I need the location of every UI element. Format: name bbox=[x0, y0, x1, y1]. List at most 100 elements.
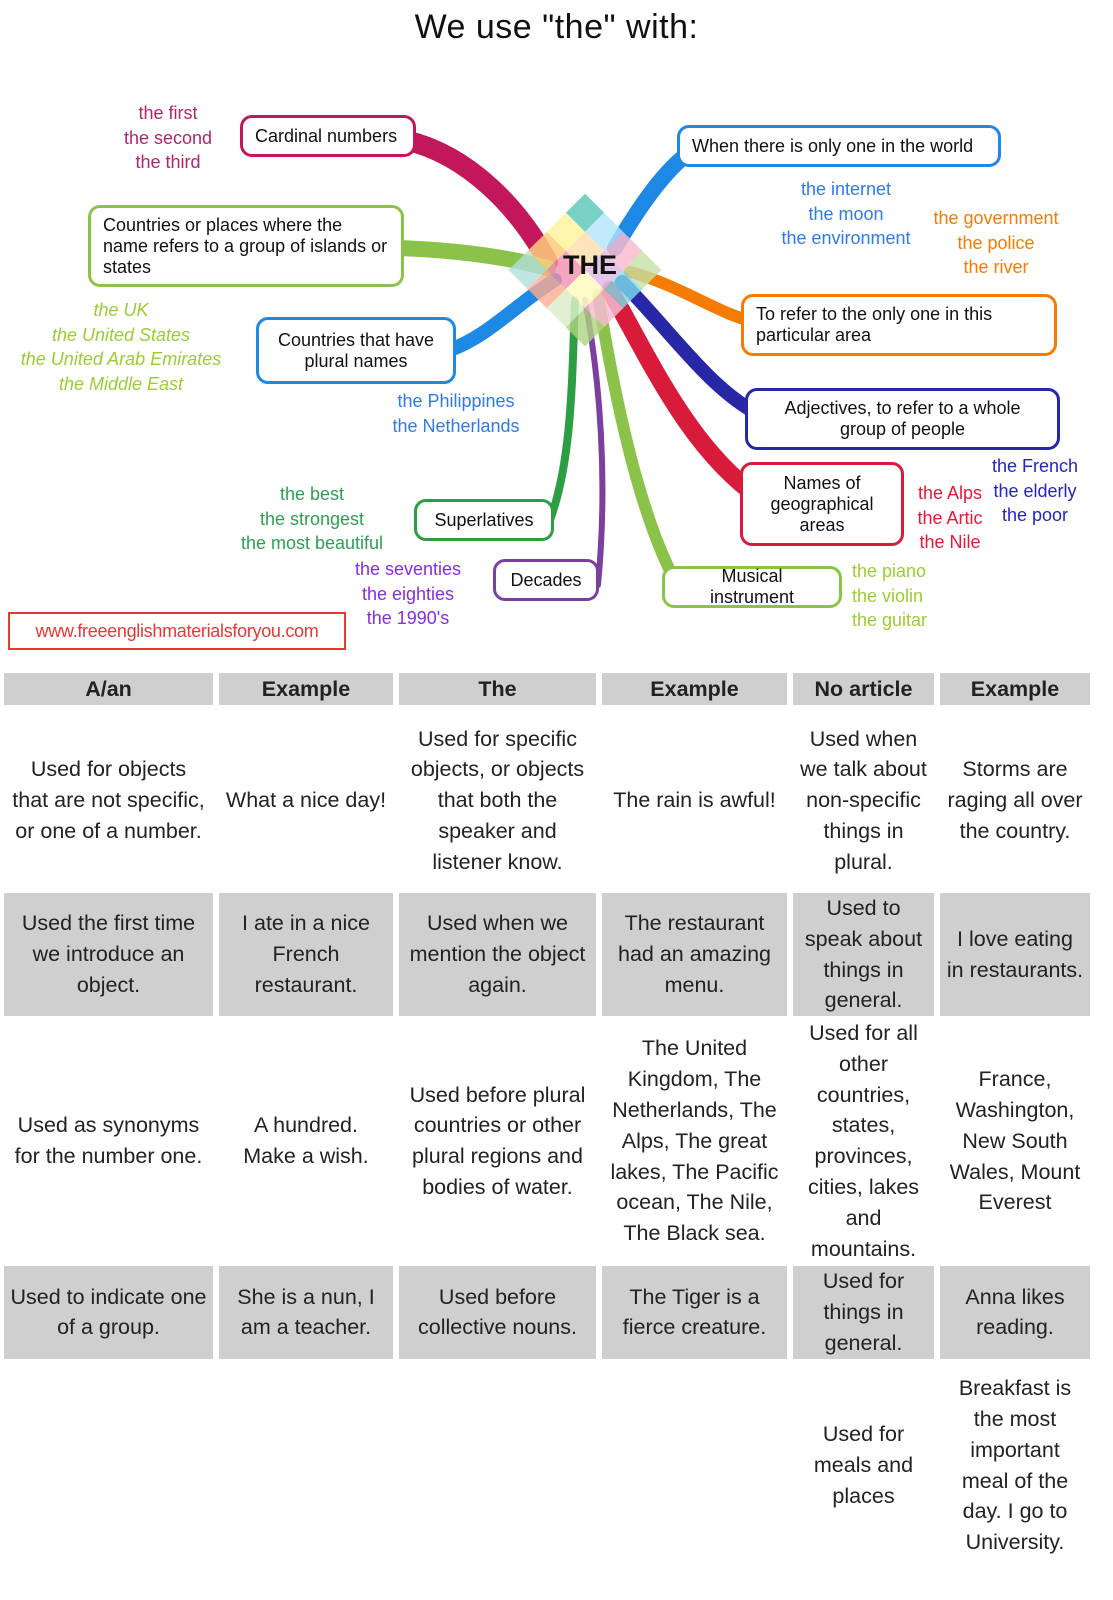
table-cell: France, Washington, New South Wales, Mou… bbox=[949, 1067, 1081, 1215]
table-cell: Used before plural countries or other pl… bbox=[409, 1082, 586, 1199]
example-item: the Nile bbox=[919, 532, 981, 552]
table-cell bbox=[4, 1359, 213, 1573]
table-cell: Used to speak about things in general. bbox=[793, 893, 934, 1017]
example-item: the strongest bbox=[259, 508, 365, 529]
example-item: the moon bbox=[808, 203, 884, 224]
table-cell: The restaurant had an amazing menu. bbox=[602, 893, 787, 1017]
branch-adjectives bbox=[615, 275, 767, 422]
table-row: Used for meals and places Breakfast is t… bbox=[4, 1359, 1090, 1573]
example-item: the Philippines bbox=[397, 391, 515, 411]
node-cardinal-numbers: Cardinal numbers bbox=[240, 115, 416, 157]
example-item: the elderly bbox=[993, 480, 1077, 501]
example-item: the United States bbox=[51, 324, 191, 345]
example-item: the guitar bbox=[852, 610, 928, 630]
example-item: the piano bbox=[852, 561, 927, 581]
example-item: the internet bbox=[800, 179, 892, 199]
examples-decades: the seventies the eighties the 1990's bbox=[344, 557, 472, 631]
node-superlatives: Superlatives bbox=[414, 499, 554, 541]
example-item: the Artic bbox=[917, 507, 983, 528]
examples-cardinal-numbers: the first the second the third bbox=[110, 101, 226, 175]
example-item: the government bbox=[933, 208, 1059, 228]
table-cell: A hundred. Make a wish. bbox=[243, 1113, 369, 1169]
node-only-one-in-area: To refer to the only one in this particu… bbox=[741, 294, 1057, 356]
center-label: THE bbox=[563, 250, 617, 280]
example-item: the 1990's bbox=[366, 608, 450, 628]
table-cell: Used as synonyms for the number one. bbox=[14, 1113, 203, 1169]
branch-geographical bbox=[601, 281, 769, 507]
node-adjectives: Adjectives, to refer to a whole group of… bbox=[745, 388, 1060, 450]
table-cell: Used for meals and places bbox=[813, 1422, 914, 1508]
table-cell: Used for things in general. bbox=[793, 1266, 934, 1359]
example-item: the best bbox=[279, 484, 345, 504]
table-cell bbox=[602, 1359, 787, 1573]
table-cell: Used for specific objects, or objects th… bbox=[410, 726, 585, 874]
examples-group-of-islands: the UK the United States the United Arab… bbox=[10, 298, 232, 396]
table-cell: I love eating in restaurants. bbox=[940, 893, 1090, 1017]
examples-adjectives: the French the elderly the poor bbox=[988, 454, 1082, 528]
table-cell bbox=[399, 1359, 596, 1573]
table-cell: The United Kingdom, The Netherlands, The… bbox=[610, 1036, 779, 1246]
table-cell: She is a nun, I am a teacher. bbox=[219, 1266, 393, 1359]
example-item: the river bbox=[963, 257, 1029, 277]
articles-table: A/an Example The Example No article Exam… bbox=[0, 673, 1096, 1573]
node-geographical-areas: Names of geographical areas bbox=[740, 462, 904, 546]
header-no-article: No article bbox=[793, 673, 934, 705]
example-item: the Middle East bbox=[58, 373, 184, 394]
header-example: Example bbox=[602, 673, 787, 705]
table-cell: Used for all other countries, states, pr… bbox=[807, 1021, 920, 1261]
table-row: Used for objects that are not specific, … bbox=[4, 708, 1090, 893]
table-row: Used as synonyms for the number one. A h… bbox=[4, 1016, 1090, 1266]
branch-superlatives bbox=[546, 296, 579, 524]
table-cell: Storms are raging all over the country. bbox=[947, 757, 1083, 843]
table-cell: Breakfast is the most important meal of … bbox=[958, 1376, 1072, 1555]
example-item: the third bbox=[135, 152, 201, 172]
page-title: We use "the" with: bbox=[414, 8, 699, 46]
examples-geographical-areas: the Alps the Artic the Nile bbox=[908, 481, 992, 555]
example-item: the Netherlands bbox=[392, 415, 520, 436]
table-cell: The rain is awful! bbox=[613, 788, 776, 813]
example-item: the second bbox=[123, 127, 213, 148]
table-cell: The Tiger is a fierce creature. bbox=[602, 1266, 787, 1359]
table-cell: Used to indicate one of a group. bbox=[4, 1266, 213, 1359]
example-item: the poor bbox=[1001, 505, 1069, 525]
example-item: the most beautiful bbox=[240, 533, 384, 553]
example-item: the seventies bbox=[354, 559, 462, 579]
node-decades: Decades bbox=[493, 559, 599, 601]
table-cell bbox=[219, 1359, 393, 1573]
table-cell: Anna likes reading. bbox=[940, 1266, 1090, 1359]
examples-musical-instrument: the piano the violin the guitar bbox=[852, 559, 952, 633]
example-item: the police bbox=[957, 232, 1035, 253]
table-cell: Used when we talk about non-specific thi… bbox=[800, 726, 927, 874]
header-a-an: A/an bbox=[4, 673, 213, 705]
website-link[interactable]: www.freeenglishmaterialsforyou.com bbox=[8, 612, 346, 650]
table-cell: I ate in a nice French restaurant. bbox=[219, 893, 393, 1017]
table-cell: Used the first time we introduce an obje… bbox=[4, 893, 213, 1017]
examples-only-one-in-world: the internet the moon the environment bbox=[776, 177, 916, 251]
branch-musical bbox=[592, 289, 686, 596]
example-item: the UK bbox=[93, 300, 149, 320]
example-item: the environment bbox=[781, 228, 911, 248]
header-the: The bbox=[399, 673, 596, 705]
node-musical-instrument: Musical instrument bbox=[662, 566, 842, 608]
table-cell: Used before collective nouns. bbox=[399, 1266, 596, 1359]
example-item: the United Arab Emirates bbox=[20, 349, 222, 369]
example-item: the French bbox=[991, 456, 1079, 476]
table-cell: Used for objects that are not specific, … bbox=[12, 757, 205, 843]
examples-only-one-in-area: the government the police the river bbox=[926, 206, 1066, 280]
table-cell: What a nice day! bbox=[225, 788, 387, 813]
node-only-one-in-world: When there is only one in the world bbox=[677, 125, 1001, 167]
table-header-row: A/an Example The Example No article Exam… bbox=[4, 673, 1090, 705]
node-group-of-islands: Countries or places where the name refer… bbox=[88, 205, 404, 287]
example-item: the violin bbox=[852, 585, 924, 606]
examples-plural-names: the Philippines the Netherlands bbox=[386, 389, 526, 438]
table-row: Used to indicate one of a group. She is … bbox=[4, 1266, 1090, 1359]
header-example: Example bbox=[219, 673, 393, 705]
example-item: the Alps bbox=[917, 483, 983, 503]
branch-world bbox=[607, 144, 698, 256]
table-cell: Used when we mention the object again. bbox=[399, 893, 596, 1017]
example-item: the first bbox=[138, 103, 198, 123]
example-item: the eighties bbox=[361, 583, 455, 604]
table-row: Used the first time we introduce an obje… bbox=[4, 893, 1090, 1017]
node-plural-names: Countries that have plural names bbox=[256, 317, 456, 384]
header-example: Example bbox=[940, 673, 1090, 705]
